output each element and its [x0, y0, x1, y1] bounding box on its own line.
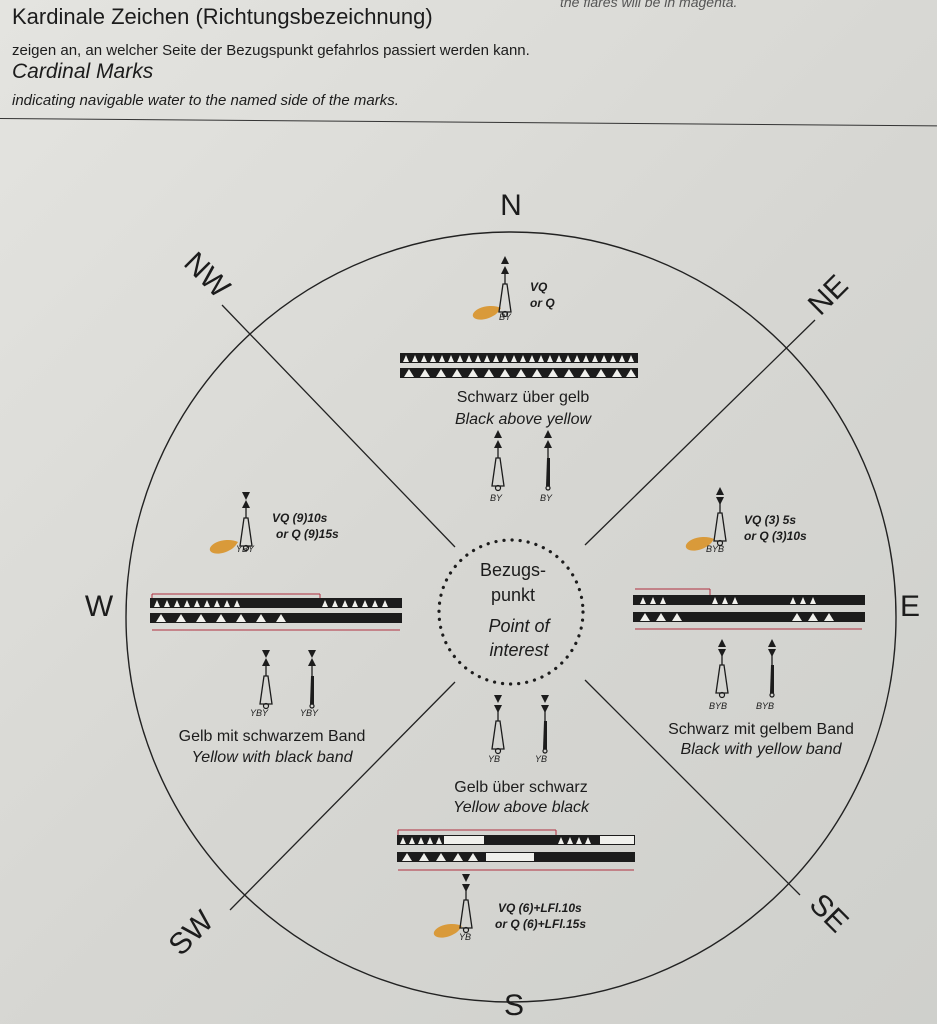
point-of-interest-circle: [437, 538, 585, 686]
north-code-lit: BY: [499, 312, 512, 322]
west-light-1: VQ (9)10s: [272, 511, 328, 525]
north-code-spar: BY: [540, 493, 553, 503]
west-code-lit: YBY: [236, 544, 255, 554]
south-mark: YB YB Gelb über schwarz Yellow above bla…: [397, 695, 635, 942]
dir-n: N: [500, 189, 522, 222]
nw-line: [221, 304, 456, 548]
west-light-2: or Q (9)15s: [276, 527, 339, 541]
south-code-pillar: YB: [488, 754, 500, 764]
compass-circle: [125, 231, 897, 1003]
east-mark: BYB VQ (3) 5s or Q (3)10s BYB: [633, 487, 865, 758]
north-buoy-spar: [544, 430, 552, 491]
north-buoy-pillar: [491, 430, 505, 492]
north-color-de: Schwarz über gelb: [457, 389, 590, 406]
south-flare: [433, 924, 462, 938]
south-code-spar: YB: [535, 754, 547, 764]
sw-line: [229, 681, 456, 911]
west-buoy-pillar: [259, 650, 273, 710]
east-lit-buoy: [685, 487, 727, 551]
east-color-en: Black with yellow band: [681, 741, 843, 758]
west-color-de: Gelb mit schwarzem Band: [179, 728, 366, 745]
north-flare: [472, 306, 501, 320]
west-code-spar: YBY: [300, 708, 319, 718]
south-light-1: VQ (6)+LFl.10s: [498, 901, 582, 915]
dir-sw: SW: [163, 904, 221, 962]
south-buoy-pillar: [491, 695, 505, 755]
east-light-2: or Q (3)10s: [744, 529, 807, 543]
south-buoy-spar: [541, 695, 549, 754]
dir-w: W: [85, 590, 114, 623]
center-line-4: interest: [489, 640, 549, 660]
quadrant-lines: [221, 304, 816, 911]
east-code-pillar: BYB: [709, 701, 727, 711]
west-color-en: Yellow with black band: [192, 749, 354, 766]
north-code-pillar: BY: [490, 493, 503, 503]
south-color-de: Gelb über schwarz: [454, 779, 587, 796]
title-german: Kardinale Zeichen (Richtungsbezeichnung): [12, 4, 433, 29]
east-buoy-spar: [768, 639, 776, 698]
dir-ne: NE: [802, 269, 855, 322]
north-mark: BY VQ or Q Schwarz über gelb Black above…: [400, 256, 638, 503]
north-lit-buoy: [472, 256, 512, 320]
title-english: Cardinal Marks: [12, 60, 154, 83]
subtitle-german: zeigen an, an welcher Seite der Bezugspu…: [12, 42, 530, 59]
east-light-1: VQ (3) 5s: [744, 513, 796, 527]
se-line: [584, 679, 801, 896]
south-light-2: or Q (6)+LFl.15s: [495, 917, 586, 931]
west-mark: YBY VQ (9)10s or Q (9)15s YBY YBY Gel: [150, 492, 402, 766]
center-line-1: Bezugs-: [480, 560, 546, 580]
east-code-spar: BYB: [756, 701, 774, 711]
center-line-2: punkt: [491, 585, 535, 605]
south-lit-buoy: [433, 874, 473, 938]
west-code-pillar: YBY: [250, 708, 269, 718]
cut-off-text: the flares will be in magenta.: [560, 0, 738, 10]
north-timing-bars: [400, 353, 638, 378]
dir-s: S: [504, 989, 524, 1022]
north-light-1: VQ: [530, 280, 548, 294]
west-timing-bars: [150, 593, 402, 631]
center-line-3: Point of: [488, 616, 551, 636]
ne-line: [584, 319, 816, 546]
east-timing-bars: [633, 588, 865, 630]
east-code-lit: BYB: [706, 544, 724, 554]
south-code-lit: YB: [459, 932, 471, 942]
west-flare: [209, 540, 238, 554]
north-color-en: Black above yellow: [455, 411, 593, 428]
subtitle-english: indicating navigable water to the named …: [12, 92, 399, 109]
dir-se: SE: [803, 887, 855, 939]
south-color-en: Yellow above black: [453, 799, 590, 816]
dir-e: E: [900, 590, 920, 623]
south-timing-bars: [397, 829, 635, 871]
east-color-de: Schwarz mit gelbem Band: [668, 721, 854, 738]
west-buoy-spar: [308, 650, 316, 709]
east-buoy-pillar: [715, 639, 729, 699]
north-light-2: or Q: [530, 296, 555, 310]
dir-nw: NW: [177, 246, 236, 305]
